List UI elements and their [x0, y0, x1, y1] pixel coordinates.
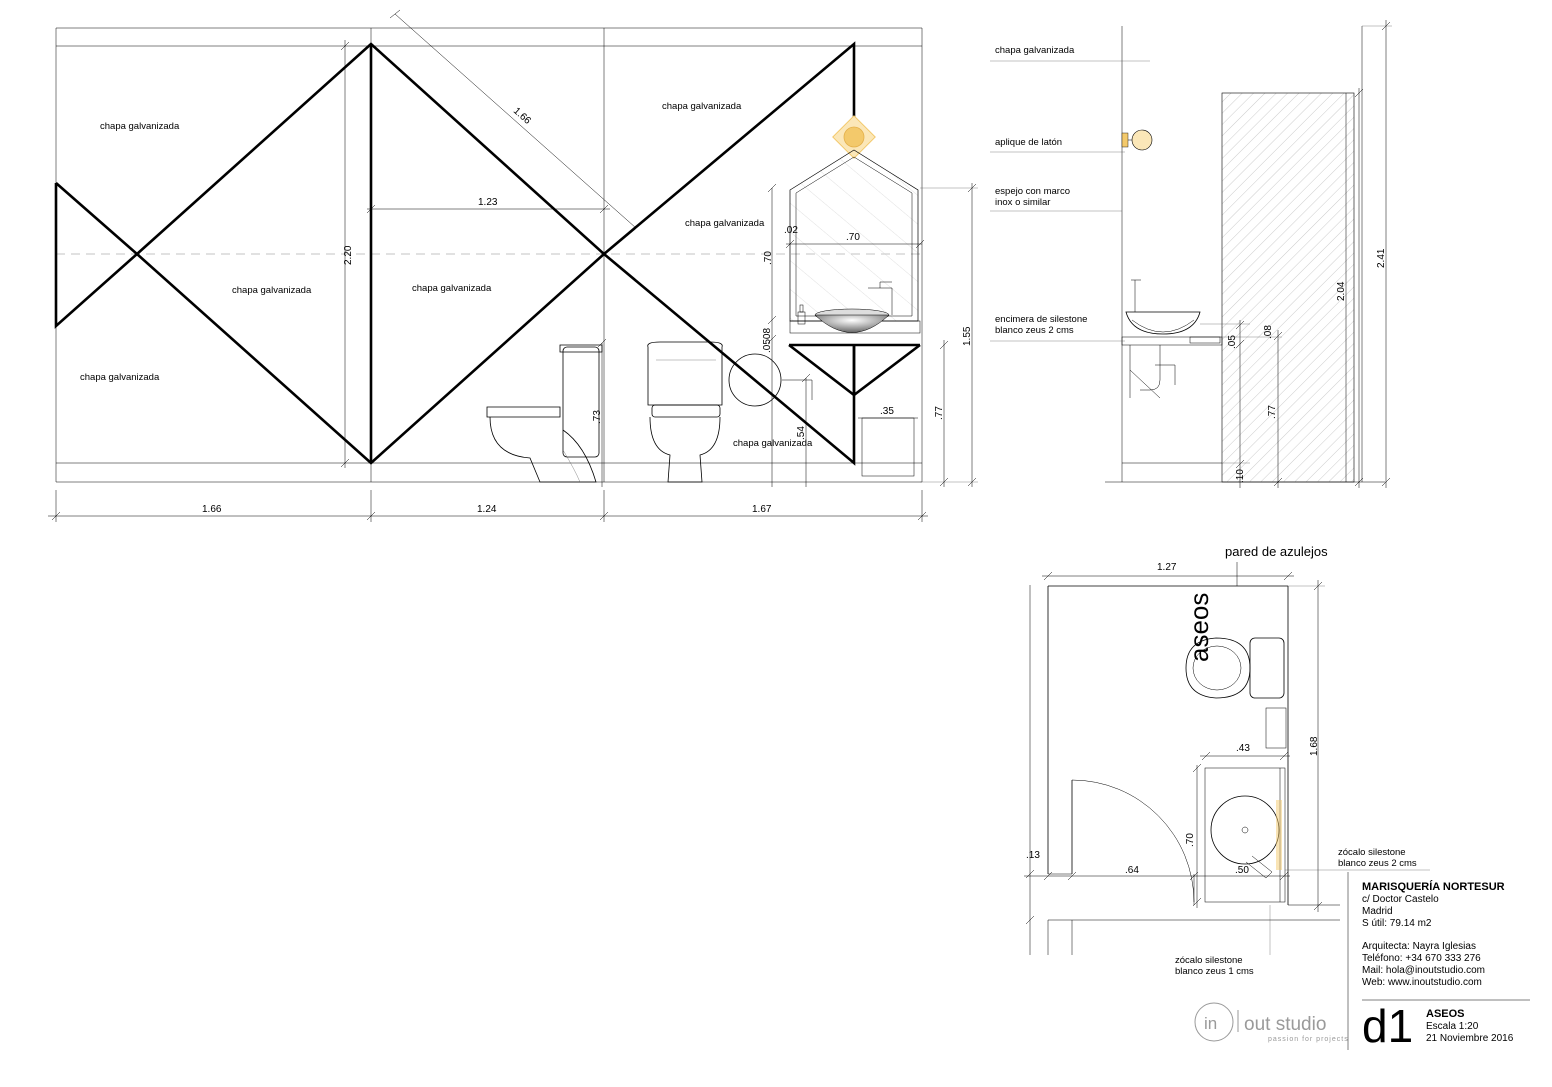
label-chapa-6: chapa galvanizada	[80, 372, 160, 383]
bin-plan-icon	[1265, 707, 1287, 749]
label-espejo-1: espejo con marco	[995, 186, 1070, 197]
dim-13: .13	[1026, 850, 1040, 861]
label-encimera-2: blanco zeus 2 cms	[995, 325, 1074, 336]
title-block: MARISQUERÍA NORTESUR c/ Doctor Castelo M…	[1347, 872, 1530, 1052]
dim-10: .10	[1235, 469, 1246, 483]
label-espejo-2: inox o similar	[995, 197, 1050, 208]
dim-bottom-3: 1.67	[752, 504, 772, 515]
dim-mid-width: 1.23	[478, 197, 498, 208]
mirror-shape	[789, 149, 919, 322]
label-aplique: aplique de latón	[995, 137, 1062, 148]
sheet-title: ASEOS	[1426, 1008, 1465, 1020]
architect: Arquitecta: Nayra Iglesias	[1362, 941, 1476, 952]
label-chapa-2: chapa galvanizada	[662, 101, 742, 112]
dim-mirror-top: .02	[784, 225, 798, 236]
toilet-plan-icon	[1185, 637, 1285, 699]
vanity-plan	[1204, 767, 1286, 903]
basin-plan-icon	[1210, 795, 1280, 865]
label-aseos-room: aseos	[1184, 593, 1214, 662]
dim-mirror-width: .70	[846, 232, 860, 243]
dim-mirror-height: .70	[763, 251, 774, 265]
dim-diagonal: 1.66	[511, 106, 533, 127]
label-chapa-4: chapa galvanizada	[232, 285, 312, 296]
label-zocalo-2-line1: zócalo silestone	[1338, 847, 1406, 858]
basin-section-icon	[1125, 311, 1201, 335]
dim-height: 2.20	[343, 245, 354, 265]
dim-total-height: 1.55	[962, 326, 973, 346]
round-mirror-icon	[728, 353, 782, 407]
dim-05: .05	[1227, 335, 1238, 349]
dim-hook-height: .54	[796, 426, 807, 440]
dim-08: .08	[1263, 325, 1274, 339]
label-chapa-1: chapa galvanizada	[100, 121, 180, 132]
dim-bottom-2: 1.24	[477, 504, 497, 515]
dim-77: .77	[1267, 405, 1278, 419]
logo-in: in	[1204, 1014, 1217, 1033]
door-swing	[1071, 779, 1195, 903]
project-area: S útil: 79.14 m2	[1362, 918, 1432, 929]
dim-plan-depth: 1.68	[1309, 736, 1320, 756]
toilet-side-icon	[486, 344, 603, 483]
fish-tail-shape	[54, 182, 139, 329]
toilet-front-icon	[647, 341, 723, 483]
project-name: MARISQUERÍA NORTESUR	[1362, 880, 1505, 893]
sconce-icon	[1121, 129, 1153, 151]
phone: Teléfono: +34 670 333 276	[1362, 953, 1481, 964]
label-zocalo-2-line2: blanco zeus 2 cms	[1338, 858, 1417, 869]
logo-tagline: passion for projects	[1268, 1036, 1349, 1043]
dim-section-total: 2.41	[1376, 248, 1387, 268]
project-city: Madrid	[1362, 906, 1393, 917]
label-encimera-1: encimera de silestone	[995, 314, 1087, 325]
dim-door: 2.04	[1336, 281, 1347, 301]
sheet-number: d1	[1362, 1000, 1413, 1052]
elevation-dimensions	[48, 9, 978, 522]
dim-counter: .0508	[762, 328, 773, 353]
sheet-date: 21 Noviembre 2016	[1426, 1033, 1514, 1044]
dim-50: .50	[1235, 865, 1249, 876]
dim-bottom-1: 1.66	[202, 504, 222, 515]
dim-bin-width: .35	[880, 406, 894, 417]
fish-body-right	[603, 41, 856, 255]
wall-lamp-icon	[832, 115, 876, 159]
label-zocalo-1-line1: zócalo silestone	[1175, 955, 1243, 966]
front-elevation: chapa galvanizada chapa galvanizada chap…	[48, 9, 978, 522]
label-pared: pared de azulejos	[1225, 544, 1328, 559]
floor-plan: pared de azulejos aseos 1.27 1.68 .43 .7…	[1024, 544, 1430, 977]
label-chapa-5: chapa galvanizada	[412, 283, 492, 294]
project-address: c/ Doctor Castelo	[1362, 894, 1439, 905]
logo-name: out studio	[1244, 1014, 1326, 1035]
dim-70: .70	[1185, 833, 1196, 847]
studio-logo: in out studio passion for projects	[1194, 1002, 1349, 1043]
mail: Mail: hola@inoutstudio.com	[1362, 965, 1485, 976]
label-chapa-7: chapa galvanizada	[733, 438, 813, 449]
bin-icon	[861, 417, 915, 477]
label-chapa-section: chapa galvanizada	[995, 45, 1075, 56]
basin-icon	[814, 308, 890, 333]
sheet-scale: Escala 1:20	[1426, 1021, 1479, 1032]
side-section: chapa galvanizada aplique de latón espej…	[990, 20, 1392, 488]
dim-64: .64	[1125, 865, 1139, 876]
dim-toilet-height: .73	[592, 410, 603, 424]
label-zocalo-1-line2: blanco zeus 1 cms	[1175, 966, 1254, 977]
door-section	[1221, 92, 1355, 483]
web: Web: www.inoutstudio.com	[1362, 977, 1482, 988]
dim-vanity-height: .77	[934, 406, 945, 420]
dim-43: .43	[1236, 743, 1250, 754]
label-chapa-3: chapa galvanizada	[685, 218, 765, 229]
dim-plan-width: 1.27	[1157, 562, 1177, 573]
